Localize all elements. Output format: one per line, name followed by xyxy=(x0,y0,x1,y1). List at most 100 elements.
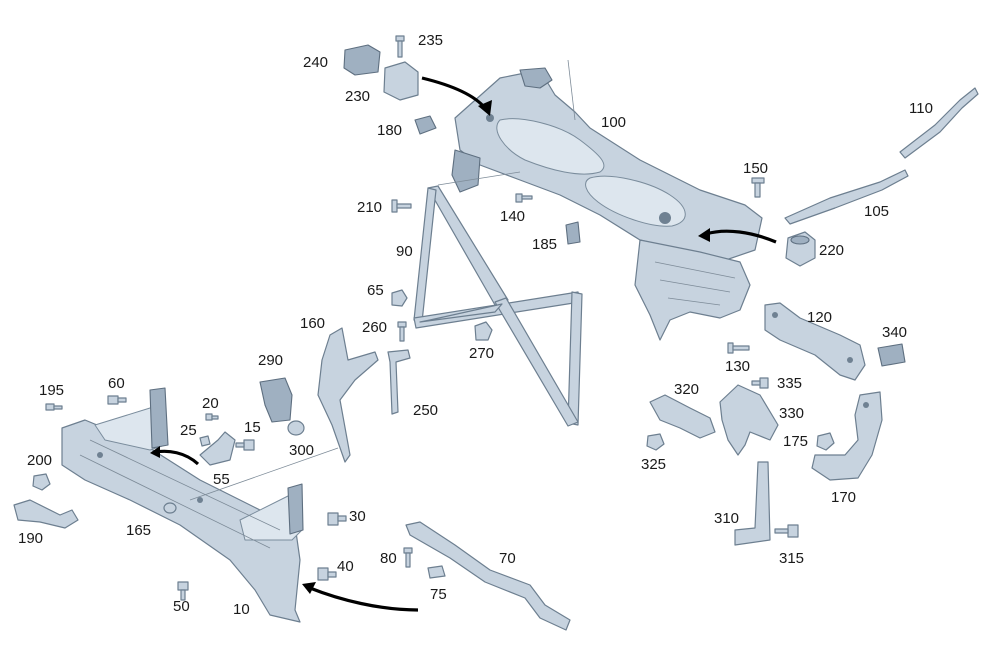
part-70-bar xyxy=(405,521,571,631)
label-190: 190 xyxy=(18,530,43,547)
assembly-arrows xyxy=(150,76,777,612)
bolt-150 xyxy=(751,177,765,198)
label-270: 270 xyxy=(469,345,494,362)
label-310: 310 xyxy=(714,510,739,527)
label-240: 240 xyxy=(303,54,328,71)
part-290-bracket xyxy=(259,377,293,423)
fasteners xyxy=(32,35,835,601)
nut-165 xyxy=(163,502,177,514)
label-60: 60 xyxy=(108,375,125,392)
label-150: 150 xyxy=(743,160,768,177)
label-325: 325 xyxy=(641,456,666,473)
label-340: 340 xyxy=(882,324,907,341)
label-70: 70 xyxy=(499,550,516,567)
label-320: 320 xyxy=(674,381,699,398)
part-100-cowl-crossmember xyxy=(437,59,763,341)
bolt-130 xyxy=(727,342,750,354)
part-170-bracket xyxy=(811,391,883,481)
label-90: 90 xyxy=(396,243,413,260)
label-100: 100 xyxy=(601,114,626,131)
label-200: 200 xyxy=(27,452,52,469)
part-250-rod xyxy=(387,349,411,415)
label-290: 290 xyxy=(258,352,283,369)
label-30: 30 xyxy=(349,508,366,525)
bolt-60 xyxy=(107,395,127,405)
label-65: 65 xyxy=(367,282,384,299)
label-20: 20 xyxy=(202,395,219,412)
bolt-195 xyxy=(45,403,63,411)
label-55: 55 xyxy=(213,471,230,488)
label-25: 25 xyxy=(180,422,197,439)
part-230-latch xyxy=(383,61,419,101)
part-55-bracket xyxy=(199,431,236,466)
label-315: 315 xyxy=(779,550,804,567)
label-10: 10 xyxy=(233,601,250,618)
label-235: 235 xyxy=(418,32,443,49)
nut-25 xyxy=(199,435,211,447)
part-185-clip xyxy=(565,221,581,245)
label-15: 15 xyxy=(244,419,261,436)
part-330-bracket xyxy=(719,384,779,456)
nut-270 xyxy=(474,321,493,341)
bolt-210 xyxy=(391,199,412,213)
label-195: 195 xyxy=(39,382,64,399)
bolt-20 xyxy=(205,413,219,421)
part-90-frame xyxy=(413,185,583,427)
label-120: 120 xyxy=(807,309,832,326)
nut-75 xyxy=(427,565,446,579)
label-210: 210 xyxy=(357,199,382,216)
label-220: 220 xyxy=(819,242,844,259)
nut-325 xyxy=(646,433,665,451)
nut-200 xyxy=(32,473,51,491)
part-190-plate xyxy=(13,499,79,529)
label-75: 75 xyxy=(430,586,447,603)
bolt-335 xyxy=(751,377,769,389)
label-180: 180 xyxy=(377,122,402,139)
part-240-bracket xyxy=(343,44,381,76)
label-260: 260 xyxy=(362,319,387,336)
part-160-bracket xyxy=(317,327,379,463)
label-165: 165 xyxy=(126,522,151,539)
leader-line-160 xyxy=(189,447,339,501)
label-40: 40 xyxy=(337,558,354,575)
bolt-260 xyxy=(397,321,407,342)
bolt-80 xyxy=(403,547,413,568)
bolt-315 xyxy=(774,524,799,538)
part-180-clip xyxy=(414,115,437,135)
label-110: 110 xyxy=(909,100,933,117)
label-130: 130 xyxy=(725,358,750,375)
label-335: 335 xyxy=(777,375,802,392)
label-160: 160 xyxy=(300,315,325,332)
label-230: 230 xyxy=(345,88,370,105)
label-140: 140 xyxy=(500,208,525,225)
bolt-40 xyxy=(317,567,337,581)
label-80: 80 xyxy=(380,550,397,567)
bolt-140 xyxy=(515,193,533,203)
part-10-front-crossmember xyxy=(61,387,304,623)
nut-175 xyxy=(816,432,835,451)
part-120-arm xyxy=(764,302,866,381)
part-220-mount xyxy=(785,231,816,267)
label-175: 175 xyxy=(783,433,808,450)
callout-labels: 235 240 230 180 100 110 150 105 210 140 … xyxy=(18,32,933,618)
label-300: 300 xyxy=(289,442,314,459)
bolt-15 xyxy=(235,439,255,451)
part-105-strut xyxy=(784,169,909,225)
part-310-bracket xyxy=(734,461,771,546)
nut-300 xyxy=(287,420,305,436)
bolt-50 xyxy=(177,581,189,601)
label-185: 185 xyxy=(532,236,557,253)
label-170: 170 xyxy=(831,489,856,506)
nut-65 xyxy=(391,289,408,307)
label-250: 250 xyxy=(413,402,438,419)
label-105: 105 xyxy=(864,203,889,220)
part-110-strut xyxy=(899,87,979,159)
label-50: 50 xyxy=(173,598,190,615)
bolt-30 xyxy=(327,512,347,526)
part-320-bracket xyxy=(649,394,716,439)
label-330: 330 xyxy=(779,405,804,422)
part-340-bracket xyxy=(877,343,906,367)
bolt-235 xyxy=(395,35,405,58)
